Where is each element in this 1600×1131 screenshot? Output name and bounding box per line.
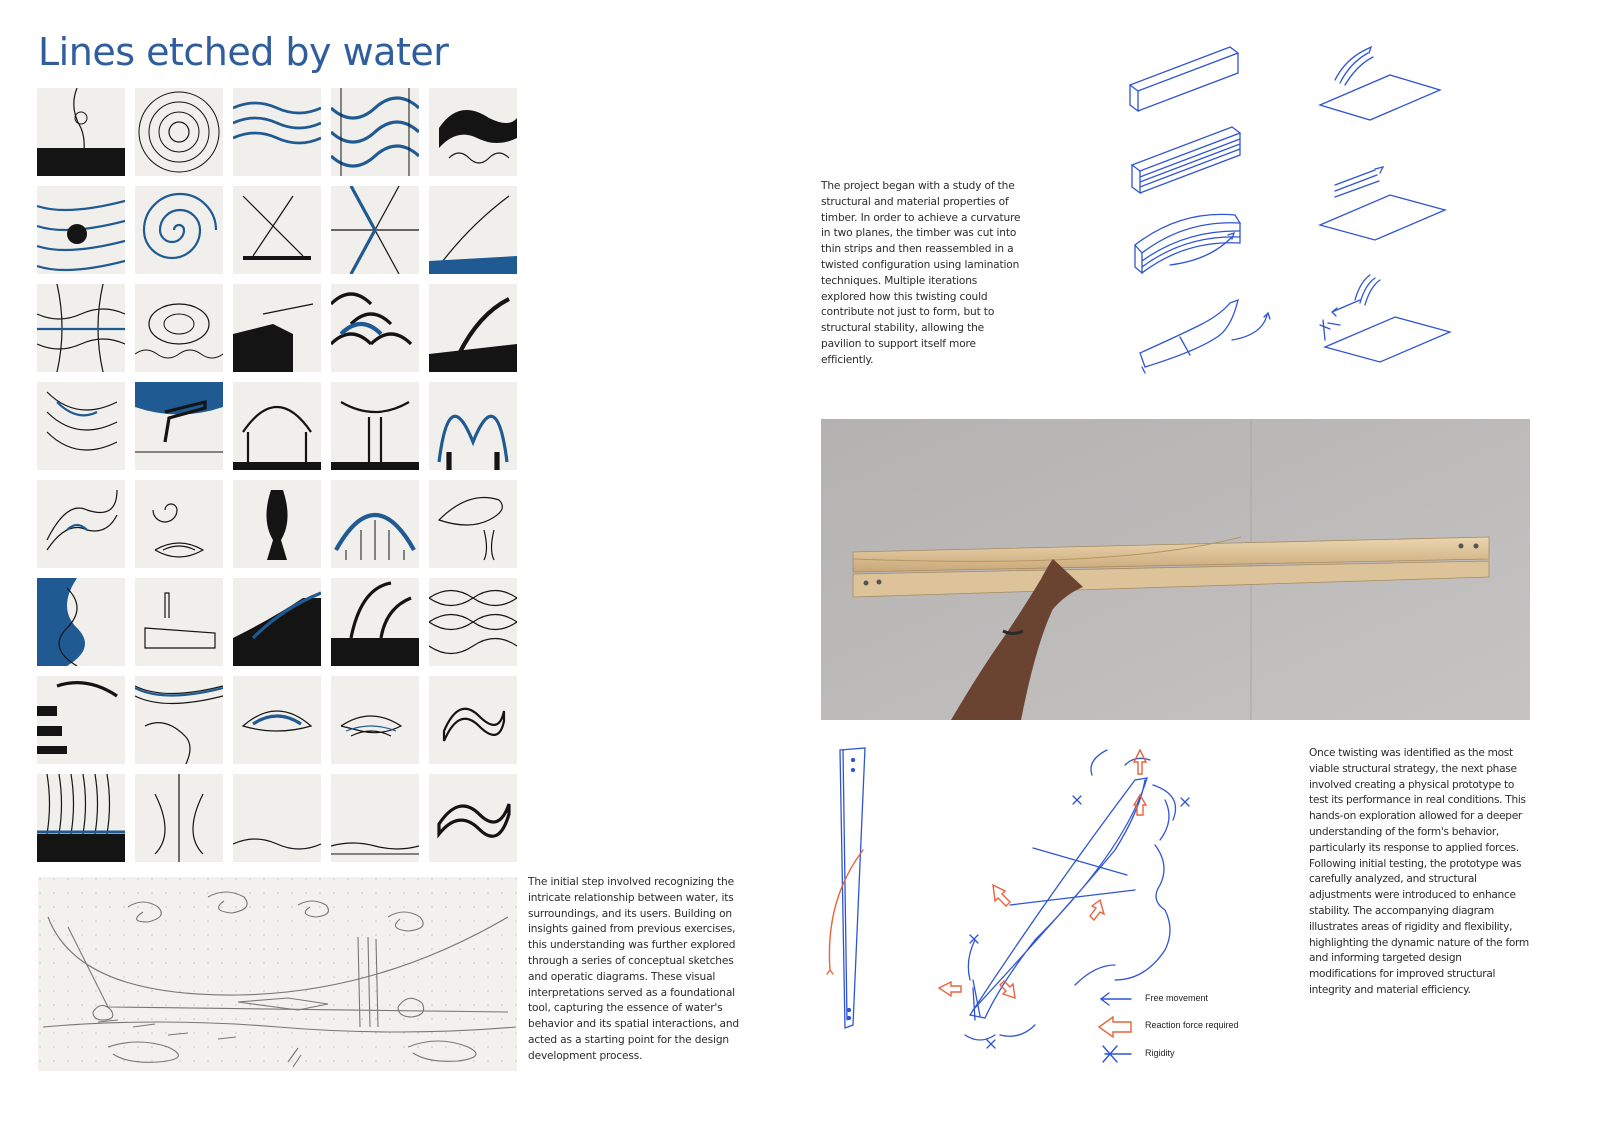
initial-step-text: The initial step involved recognizing th… bbox=[528, 876, 739, 1062]
reaction-force-icon bbox=[1097, 1015, 1132, 1039]
sketch-tile bbox=[429, 480, 517, 568]
sketch-tile bbox=[135, 480, 223, 568]
sketch-tile bbox=[233, 676, 321, 764]
sketch-tile bbox=[331, 480, 419, 568]
sketch-tile bbox=[233, 284, 321, 372]
prototype-photo bbox=[821, 419, 1530, 720]
timber-study-text: The project began with a study of the st… bbox=[821, 180, 1021, 366]
sketch-tile bbox=[233, 186, 321, 274]
surface-plane-1 bbox=[1318, 74, 1442, 121]
sketch-tile bbox=[429, 284, 517, 372]
sketch-tile bbox=[233, 578, 321, 666]
sketch-tile bbox=[331, 578, 419, 666]
sketch-tile bbox=[37, 382, 125, 470]
sketch-tile bbox=[135, 382, 223, 470]
sketch-tile bbox=[429, 578, 517, 666]
diagram-legend: Free movement Reaction force required Ri… bbox=[1095, 985, 1255, 1075]
sketch-tile bbox=[331, 88, 419, 176]
sketch-tile bbox=[429, 88, 517, 176]
panorama-sketch bbox=[38, 877, 517, 1071]
rigidity-icon bbox=[1102, 1045, 1132, 1063]
structural-diagram bbox=[815, 740, 1235, 1070]
timber-lamination-sketches bbox=[1120, 35, 1470, 380]
sketch-tile bbox=[331, 284, 419, 372]
twisted-member-axonometric bbox=[968, 777, 1148, 1021]
sketch-tile bbox=[135, 676, 223, 764]
laminated-beam-top bbox=[852, 536, 1490, 573]
sketch-tile bbox=[331, 774, 419, 862]
sketch-tile bbox=[429, 382, 517, 470]
legend-free-movement: Free movement bbox=[1145, 993, 1209, 1003]
sketch-tile bbox=[233, 88, 321, 176]
sketch-tile bbox=[233, 480, 321, 568]
sketch-tile bbox=[331, 186, 419, 274]
sketch-tile bbox=[135, 578, 223, 666]
timber-block-solid bbox=[1128, 46, 1240, 113]
sketch-tile bbox=[37, 578, 125, 666]
sketch-tile bbox=[37, 186, 125, 274]
sketch-tile bbox=[331, 382, 419, 470]
sketch-tile bbox=[37, 88, 125, 176]
sketch-tile bbox=[429, 186, 517, 274]
sketch-tile bbox=[233, 382, 321, 470]
surface-plane-2 bbox=[1318, 194, 1447, 241]
timber-block-laminated bbox=[1130, 126, 1242, 195]
timber-block-twisted bbox=[1139, 298, 1239, 374]
sketch-tile bbox=[135, 88, 223, 176]
legend-rigidity: Rigidity bbox=[1145, 1048, 1175, 1058]
sketch-tile bbox=[233, 774, 321, 862]
sketch-tile bbox=[37, 774, 125, 862]
sketch-tile bbox=[37, 676, 125, 764]
sketch-tile bbox=[331, 676, 419, 764]
page-title: Lines etched by water bbox=[38, 30, 449, 74]
free-movement-icon bbox=[1099, 992, 1132, 1006]
sketch-tile bbox=[135, 284, 223, 372]
hand-and-arm bbox=[951, 559, 1083, 720]
twisting-text: Once twisting was identified as the most… bbox=[1309, 747, 1529, 996]
twisted-member-elevation bbox=[839, 747, 866, 1029]
laminated-beam-bottom bbox=[852, 560, 1490, 598]
sketch-tile bbox=[37, 480, 125, 568]
timber-block-curved bbox=[1134, 213, 1242, 275]
sketch-tile bbox=[429, 774, 517, 862]
surface-plane-3 bbox=[1323, 316, 1452, 363]
sketch-tile bbox=[135, 186, 223, 274]
sketch-tile bbox=[37, 284, 125, 372]
sketch-tile bbox=[429, 676, 517, 764]
legend-reaction-force: Reaction force required bbox=[1145, 1020, 1239, 1030]
sketch-grid bbox=[37, 88, 517, 862]
sketch-tile bbox=[135, 774, 223, 862]
